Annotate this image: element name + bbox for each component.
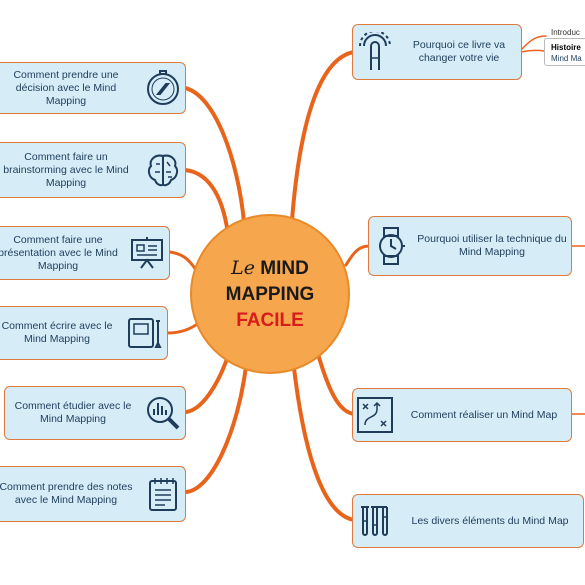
notepad-icon <box>141 472 185 516</box>
branch-right-3 <box>316 352 356 416</box>
topic-node-decision[interactable]: Comment prendre une décision avec le Min… <box>0 62 186 114</box>
test-tubes-icon <box>353 499 397 543</box>
subtopic-intro[interactable]: Introduc <box>551 28 580 37</box>
strategy-plan-icon <box>353 393 397 437</box>
topic-label: Pourquoi ce livre va changer votre vie <box>412 39 506 64</box>
central-topic[interactable]: Le MIND MAPPING FACILE <box>190 214 350 374</box>
subtopic-title: Histoire <box>551 43 581 52</box>
branch-right-4 <box>292 366 356 522</box>
topic-label: Comment prendre une décision avec le Min… <box>13 68 119 107</box>
topic-label: Comment réaliser un Mind Map <box>410 408 558 421</box>
topic-node-why-mindmap[interactable]: Pourquoi utiliser la technique du Mind M… <box>368 216 572 276</box>
central-topic-line3: FACILE <box>236 309 304 331</box>
topic-node-notes[interactable]: Comment prendre des notes avec le Mind M… <box>0 466 186 522</box>
magnifier-chart-icon <box>141 391 185 435</box>
topic-node-studying[interactable]: Comment étudier avec le Mind Mapping <box>4 386 186 440</box>
branch-right-2 <box>344 244 372 267</box>
branch-sub-histoire <box>520 49 545 53</box>
central-topic-line1: Le MIND <box>231 256 309 279</box>
presentation-board-icon <box>125 231 169 275</box>
topic-node-writing[interactable]: Comment écrire avec le Mind Mapping <box>0 306 168 360</box>
branch-left-1 <box>183 86 246 224</box>
topic-node-brainstorming[interactable]: Comment faire un brainstorming avec le M… <box>0 142 186 198</box>
wristwatch-icon <box>369 224 413 268</box>
topic-node-how-make[interactable]: Comment réaliser un Mind Map <box>352 388 572 442</box>
topic-label: Comment faire un brainstorming avec le M… <box>3 150 129 189</box>
branch-right-1 <box>290 50 356 222</box>
notebook-pen-icon <box>123 311 167 355</box>
touch-finger-icon <box>353 30 397 74</box>
topic-node-presentation[interactable]: Comment faire une présentation avec le M… <box>0 226 170 280</box>
topic-label: Les divers éléments du Mind Map <box>411 514 569 527</box>
central-topic-line2: MAPPING <box>225 283 315 305</box>
subtopic-subtitle: Mind Ma <box>551 54 582 63</box>
topic-label: Comment étudier avec le Mind Mapping <box>14 400 132 425</box>
branch-left-6 <box>184 364 248 494</box>
topic-label: Comment écrire avec le Mind Mapping <box>1 320 113 345</box>
topic-node-why-book[interactable]: Pourquoi ce livre va changer votre vie <box>352 24 522 80</box>
brain-icon <box>141 148 185 192</box>
branch-left-3 <box>168 250 198 272</box>
branch-left-5 <box>184 354 230 414</box>
topic-label: Comment faire une présentation avec le M… <box>0 233 118 272</box>
compass-icon <box>141 66 185 110</box>
topic-label: Pourquoi utiliser la technique du Mind M… <box>417 233 567 258</box>
branch-sub-intro <box>520 35 547 51</box>
topic-node-elements[interactable]: Les divers éléments du Mind Map <box>352 494 584 548</box>
branch-left-2 <box>183 168 230 236</box>
topic-label: Comment prendre des notes avec le Mind M… <box>0 481 133 506</box>
subtopic-histoire[interactable]: Histoire Mind Ma <box>544 38 585 66</box>
